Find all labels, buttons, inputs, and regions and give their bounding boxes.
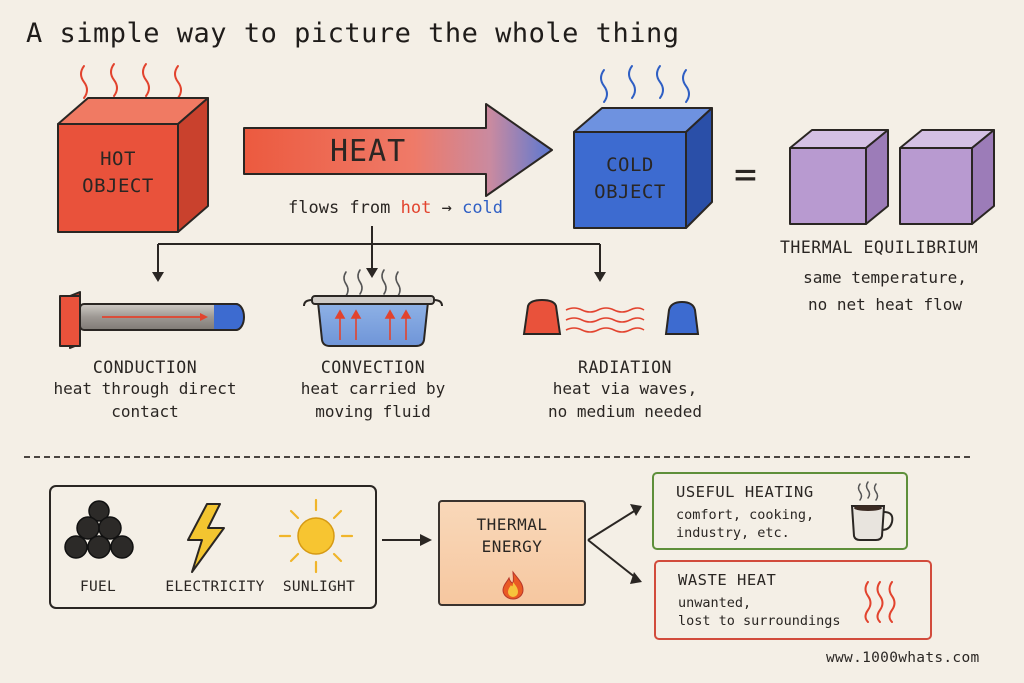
equilibrium-cube-left	[789, 129, 889, 225]
electricity-label: ELECTRICITY	[165, 579, 265, 595]
mode-arrowheads-icon	[152, 268, 606, 282]
convection-title: CONVECTION	[320, 358, 426, 377]
conduction-title: CONDUCTION	[92, 358, 198, 377]
useful-heating-description: comfort, cooking, industry, etc.	[676, 506, 814, 542]
hot-word: hot	[400, 198, 432, 218]
energy-branch-arrows	[587, 509, 637, 579]
useful-heating-line2: industry, etc.	[676, 525, 790, 541]
heat-arrow	[243, 103, 553, 197]
equilibrium-cube-right	[899, 129, 995, 225]
convection-caption: CONVECTION heat carried by moving fluid	[278, 358, 468, 423]
sunlight-icon	[278, 498, 354, 574]
waste-arrowhead-icon	[630, 572, 642, 584]
equilibrium-line2: no net heat flow	[807, 295, 963, 314]
waste-heat-box: WASTE HEAT unwanted, lost to surrounding…	[654, 560, 932, 640]
convection-pot-icon	[303, 269, 443, 347]
electricity-icon	[187, 503, 225, 573]
section-divider	[24, 456, 970, 458]
site-credit: www.1000whats.com	[826, 650, 980, 666]
hot-object-heat-waves-icon	[80, 63, 182, 99]
cold-object-cool-waves-icon	[600, 65, 690, 103]
thermal-energy-line1: THERMAL	[476, 515, 548, 534]
conduction-rod-icon	[59, 291, 245, 349]
radiation-icon	[522, 298, 700, 335]
thermal-energy-line2: ENERGY	[481, 537, 543, 556]
hot-object-line2: OBJECT	[82, 175, 154, 197]
radiation-caption: RADIATION heat via waves, no medium need…	[520, 358, 730, 423]
useful-arrowhead-icon	[630, 504, 642, 516]
hot-object-label: HOT OBJECT	[58, 146, 178, 200]
radiation-line2: no medium needed	[547, 402, 703, 421]
waste-heat-waves-icon	[864, 581, 896, 623]
cold-object-cube	[573, 107, 713, 229]
thermal-energy-box: THERMAL ENERGY	[438, 500, 586, 606]
equilibrium-title: THERMAL EQUILIBRIUM	[780, 238, 979, 257]
useful-heating-title: USEFUL HEATING	[676, 483, 814, 501]
radiation-title: RADIATION	[578, 358, 672, 377]
cold-object-label: COLD OBJECT	[574, 152, 686, 206]
sunlight-label: SUNLIGHT	[282, 579, 356, 595]
convection-line2: moving fluid	[315, 402, 431, 421]
conduction-caption: CONDUCTION heat through direct contact	[40, 358, 250, 423]
thermal-energy-label: THERMAL ENERGY	[440, 514, 584, 558]
cold-object-line1: COLD	[606, 154, 654, 176]
flows-prefix: flows from	[288, 198, 391, 218]
cold-object-line2: OBJECT	[594, 181, 666, 203]
fuel-icon	[64, 500, 134, 559]
flow-arrow-icon: →	[441, 198, 452, 218]
waste-heat-description: unwanted, lost to surroundings	[678, 594, 841, 630]
fuel-label: FUEL	[79, 579, 117, 595]
equilibrium-line1: same temperature,	[803, 268, 967, 287]
useful-heating-box: USEFUL HEATING comfort, cooking, industr…	[652, 472, 908, 550]
mode-branch-lines	[157, 226, 601, 276]
equals-sign: =	[734, 152, 757, 196]
energy-sources-box	[49, 485, 377, 609]
fire-icon	[502, 570, 524, 600]
convection-line1: heat carried by	[300, 379, 446, 398]
flows-caption: flows from hot → cold	[288, 198, 503, 218]
useful-heating-line1: comfort, cooking,	[676, 507, 815, 523]
waste-heat-line1: unwanted,	[678, 595, 752, 611]
cold-word: cold	[462, 198, 504, 218]
conduction-line1: heat through direct	[53, 379, 237, 398]
arrowhead-icon	[420, 534, 432, 546]
coffee-mug-icon	[850, 481, 894, 541]
page-title: A simple way to picture the whole thing	[26, 18, 680, 49]
radiation-line1: heat via waves,	[552, 379, 698, 398]
conduction-line2: contact	[111, 402, 179, 421]
hot-object-line1: HOT	[100, 148, 136, 170]
heat-label: HEAT	[330, 134, 407, 169]
equilibrium-description: same temperature, no net heat flow	[770, 264, 1000, 318]
waste-heat-line2: lost to surroundings	[678, 613, 841, 629]
hot-object-cube	[57, 97, 209, 233]
waste-heat-title: WASTE HEAT	[678, 571, 777, 589]
